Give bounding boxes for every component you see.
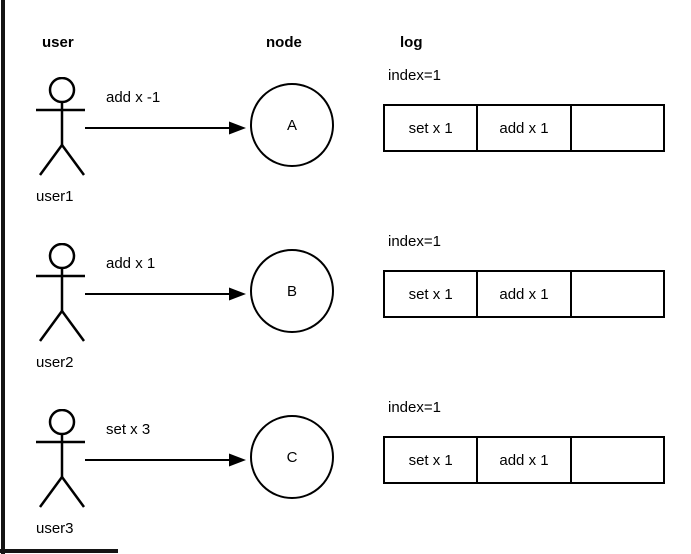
row-user2: user2 add x 1 B index=1 set x 1 add x 1 [0, 226, 691, 392]
canvas-bottom-border [0, 549, 118, 553]
log-index-label: index=1 [388, 399, 441, 416]
node-circle: A [250, 83, 334, 167]
log-cell: set x 1 [385, 272, 479, 316]
log-index-label: index=1 [388, 233, 441, 250]
user-label: user1 [36, 188, 74, 205]
row-user3: user3 set x 3 C index=1 set x 1 add x 1 [0, 392, 691, 554]
canvas-left-border [1, 0, 5, 554]
stick-figure-icon [36, 243, 86, 342]
stick-figure-icon [36, 409, 86, 508]
log-cell: add x 1 [478, 272, 572, 316]
log-cell: set x 1 [385, 438, 479, 482]
arrow-message-label: add x -1 [106, 89, 161, 106]
column-header-user: user [42, 34, 74, 51]
user-label: user2 [36, 354, 74, 371]
column-header-log: log [400, 34, 423, 51]
log-cell: add x 1 [478, 438, 572, 482]
log-table: set x 1 add x 1 [383, 436, 665, 484]
node-letter: A [286, 116, 297, 134]
node-circle: C [250, 415, 334, 499]
arrow-icon [85, 453, 246, 467]
row-user1: user1 add x -1 A index=1 set x 1 add x 1 [0, 60, 691, 226]
arrow-message-label: set x 3 [106, 421, 151, 438]
log-table: set x 1 add x 1 [383, 104, 665, 152]
log-cell-empty [572, 438, 663, 482]
log-cell: add x 1 [478, 106, 572, 150]
log-table: set x 1 add x 1 [383, 270, 665, 318]
node-circle: B [250, 249, 334, 333]
arrow-icon [85, 121, 246, 135]
user-label: user3 [36, 520, 74, 537]
node-letter: B [286, 282, 297, 300]
arrow-icon [85, 287, 246, 301]
log-cell-empty [572, 106, 663, 150]
log-cell-empty [572, 272, 663, 316]
column-header-node: node [266, 34, 302, 51]
node-letter: C [286, 448, 298, 466]
arrow-message-label: add x 1 [106, 255, 156, 272]
stick-figure-icon [36, 77, 86, 176]
log-index-label: index=1 [388, 67, 441, 84]
log-cell: set x 1 [385, 106, 479, 150]
